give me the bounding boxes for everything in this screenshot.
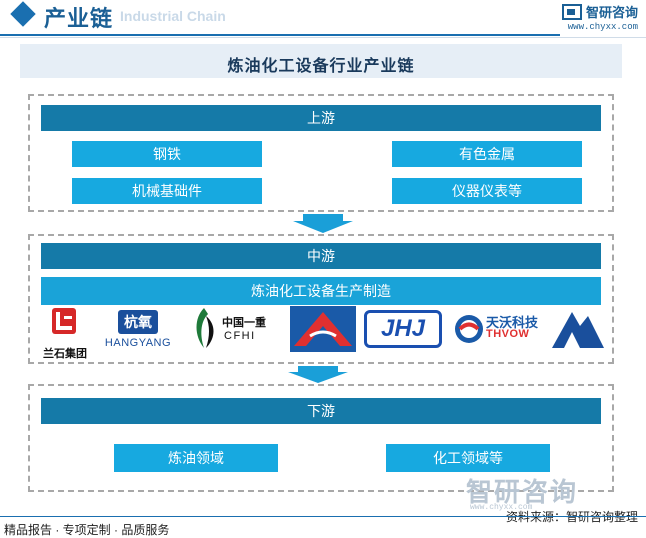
arrow-head-icon-2 bbox=[288, 372, 348, 383]
diamond-icon bbox=[10, 1, 36, 27]
brand-logo-icon bbox=[561, 3, 582, 20]
upstream-item-nonferrous: 有色金属 bbox=[392, 141, 582, 167]
hangyang-logo: 杭氧 HANGYANG bbox=[102, 306, 174, 354]
footer-divider bbox=[0, 516, 646, 517]
watermark: 智研咨询 bbox=[466, 477, 579, 507]
header-ghost-text: Industrial Chain bbox=[120, 8, 226, 24]
midstream-label: 中游 bbox=[41, 243, 601, 269]
arrow-head-icon bbox=[293, 221, 353, 233]
downstream-item-refining: 炼油领域 bbox=[114, 444, 278, 472]
mountain-logo bbox=[550, 306, 606, 354]
jhj-logo: JHJ bbox=[364, 306, 444, 354]
upstream-label: 上游 bbox=[41, 105, 601, 131]
header-divider-thin bbox=[0, 37, 646, 38]
midstream-sub-label: 炼油化工设备生产制造 bbox=[41, 277, 601, 305]
brand-url: www.chyxx.com bbox=[567, 22, 638, 32]
upstream-section: 上游 钢铁 有色金属 机械基础件 仪器仪表等 bbox=[28, 94, 614, 212]
red-peak-logo bbox=[290, 306, 356, 354]
tianwo-logo: 天沃科技 THVOW bbox=[454, 306, 544, 354]
midstream-section: 中游 炼油化工设备生产制造 bbox=[28, 234, 614, 364]
brand-name: 智研咨询 bbox=[585, 5, 638, 20]
lanshi-logo: 兰石集团 bbox=[38, 306, 92, 360]
footer-slogan: 精品报告 · 专项定制 · 品质服务 bbox=[4, 523, 170, 537]
company-logos: 兰石集团 杭氧 HANGYANG 中国一重 CFHI JHJ 天沃科技 THVO… bbox=[36, 306, 608, 360]
cfhi-logo: 中国一重 CFHI bbox=[190, 306, 276, 354]
upstream-item-steel: 钢铁 bbox=[72, 141, 262, 167]
diagram-title-bar: 炼油化工设备行业产业链 bbox=[20, 44, 622, 78]
downstream-section: 下游 炼油领域 化工领域等 bbox=[28, 384, 614, 492]
page-footer: 精品报告 · 专项定制 · 品质服务 bbox=[0, 516, 646, 538]
header-divider bbox=[0, 34, 560, 36]
diagram-title: 炼油化工设备行业产业链 bbox=[227, 58, 415, 75]
brand: 智研咨询 www.chyxx.com bbox=[561, 2, 638, 32]
source-note: 资料来源：智研咨询整理 bbox=[505, 510, 638, 524]
upstream-item-mechanical-parts: 机械基础件 bbox=[72, 178, 262, 204]
watermark-url: www.chyxx.com bbox=[470, 503, 533, 512]
downstream-item-chemical: 化工领域等 bbox=[386, 444, 550, 472]
page-header: 产业链 Industrial Chain 智研咨询 www.chyxx.com bbox=[0, 0, 646, 34]
upstream-item-instruments: 仪器仪表等 bbox=[392, 178, 582, 204]
downstream-label: 下游 bbox=[41, 398, 601, 424]
header-title: 产业链 bbox=[44, 6, 114, 31]
